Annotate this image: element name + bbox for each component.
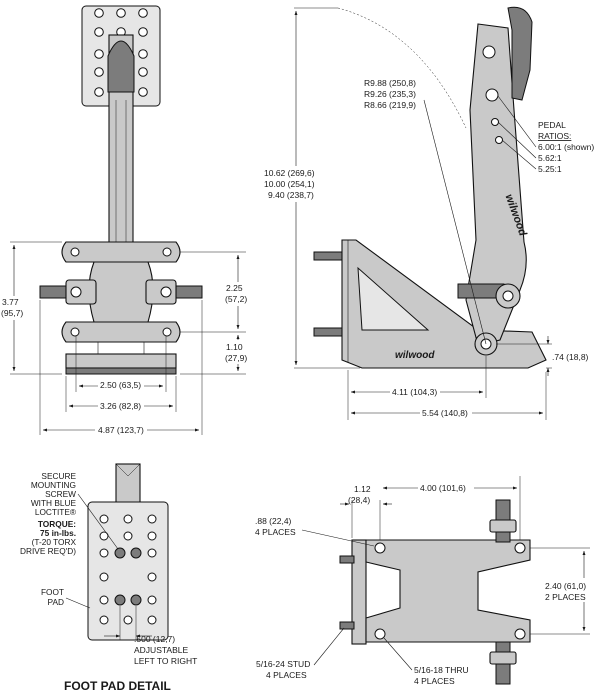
foot-pad-label-2: PAD [48, 597, 64, 607]
dim-4-11: 4.11 (104,3) [392, 387, 437, 397]
screw-1 [114, 547, 126, 559]
screw-note-1: MOUNTING [31, 480, 76, 490]
thru-label-2: 4 PLACES [414, 676, 455, 686]
dim-4-00: 4.00 (101,6) [420, 483, 466, 493]
foot-pad-label-1: FOOT [41, 587, 64, 597]
side-foot-pad [507, 6, 533, 101]
screw-note-3: WITH BLUE [31, 498, 77, 508]
pad-clamp [107, 40, 135, 93]
foot-pad-holes [94, 8, 148, 97]
dim-r9-26: R9.26 (235,3) [364, 89, 416, 99]
detail-arm [115, 463, 141, 505]
adjust-label-2: LEFT TO RIGHT [134, 656, 197, 666]
ratio-hole-600 [485, 88, 499, 102]
side-pedal-arm [465, 23, 527, 346]
dim-3-77-mm: (95,7) [1, 308, 23, 318]
screw-note-4: LOCTITE® [35, 507, 76, 517]
side-view: wilwood wilwood 10.62 (269,6) 10.00 (254… [262, 6, 594, 420]
pedal-ratios-label-1: PEDAL [538, 120, 566, 130]
dim-r8-66: R8.66 (219,9) [364, 100, 416, 110]
dim-10-62: 10.62 (269,6) [264, 168, 315, 178]
dim-2-50: 2.50 (63,5) [100, 380, 141, 390]
top-body [365, 539, 531, 643]
front-view: 3.77 (95,7) 2.25 (57,2) 1.10 (27,9) 2.50… [1, 5, 254, 435]
dim-0-500: .500 (12,7) [134, 634, 175, 644]
dim-1-10: 1.10 [226, 342, 243, 352]
thru-label-1: 5/16-18 THRU [414, 665, 469, 675]
base-plate [65, 353, 177, 369]
screw-note-2: SCREW [45, 489, 76, 499]
dim-r9-88: R9.88 (250,8) [364, 78, 416, 88]
foot-pad-detail-title: FOOT PAD DETAIL [64, 679, 171, 693]
dim-2-40: 2.40 (61,0) [545, 581, 586, 591]
dim-10-00: 10.00 (254,1) [264, 179, 315, 189]
ratio-5-25: 5.25:1 [538, 164, 562, 174]
bracket-window [357, 266, 430, 331]
torque-value: 75 in-lbs. [40, 528, 76, 538]
ratio-6-00: 6.00:1 (shown) [538, 142, 594, 152]
dim-1-12: 1.12 [354, 484, 371, 494]
dim-2-25: 2.25 [226, 283, 243, 293]
screw-note-0: SECURE [41, 471, 76, 481]
top-mount-plate [351, 539, 367, 645]
dim-3-77: 3.77 [2, 297, 19, 307]
dim-0-74: .74 (18,8) [552, 352, 589, 362]
dim-1-12-mm: (28,4) [348, 495, 370, 505]
lower-tabs [61, 321, 181, 343]
detail-holes [99, 514, 157, 625]
pedal-ratios-label-2: RATIOS: [538, 131, 571, 141]
dim-2-40-note: 2 PLACES [545, 592, 586, 602]
stud-label-2: 4 PLACES [266, 670, 307, 680]
torx-note-2: DRIVE REQ'D) [20, 546, 76, 556]
dim-2-25-mm: (57,2) [225, 294, 247, 304]
dim-0-88-note: 4 PLACES [255, 527, 296, 537]
dim-3-26: 3.26 (82,8) [100, 401, 141, 411]
dim-4-87: 4.87 (123,7) [98, 425, 144, 435]
dim-1-10-mm: (27,9) [225, 353, 247, 363]
torx-note-1: (T-20 TORX [32, 537, 77, 547]
dim-9-40: 9.40 (238,7) [268, 190, 314, 200]
screw-2 [130, 547, 142, 559]
top-view: 1.12 (28,4) 4.00 (101,6) .88 (22,4) 4 PL… [255, 476, 599, 686]
pivot-body [88, 261, 154, 323]
upper-tabs [61, 241, 181, 263]
stud-label-1: 5/16-24 STUD [256, 659, 310, 669]
radius-arc [337, 7, 467, 129]
upper-mount-stud [313, 251, 347, 261]
foot-pad-detail: SECURE MOUNTING SCREW WITH BLUE LOCTITE®… [20, 463, 197, 693]
dim-5-54: 5.54 (140,8) [422, 408, 468, 418]
torque-label: TORQUE: [38, 519, 76, 529]
adjust-label-1: ADJUSTABLE [134, 645, 188, 655]
dim-0-88: .88 (22,4) [255, 516, 292, 526]
lower-mount-stud [313, 327, 347, 337]
logo-bracket: wilwood [395, 350, 435, 361]
ratio-5-62: 5.62:1 [538, 153, 562, 163]
